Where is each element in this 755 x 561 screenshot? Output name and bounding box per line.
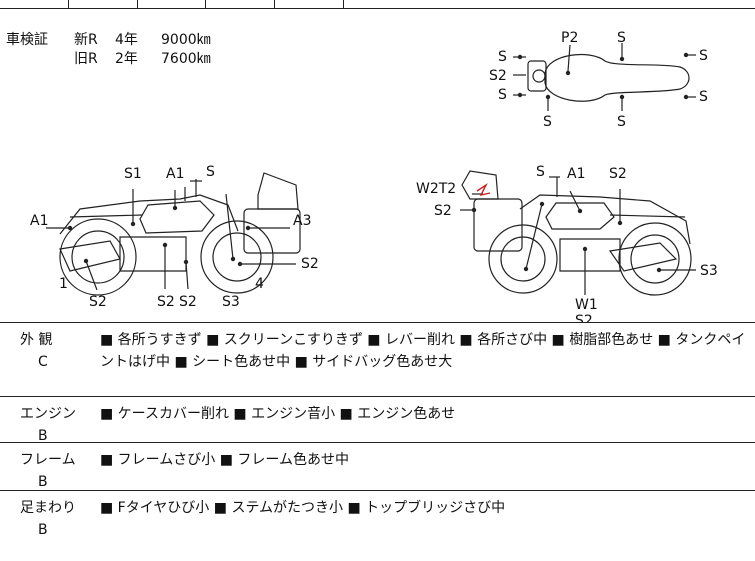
condition-row: フレーム B ■ フレームさび小 ■ フレーム色あせ中 [0,443,755,491]
condition-grade: B [38,522,48,538]
label-left-s1: S1 [124,166,142,182]
inspection-label: 車検証 [6,32,48,48]
condition-grade: C [38,354,48,370]
condition-category: 外 観 C [20,329,80,373]
inspection-type: 新R [74,32,98,48]
condition-grade: B [38,428,48,444]
motorcycle-damage-diagram: P2 S S2 S S S S S S S1 A1 S A1 A3 S2 1 S… [30,30,718,322]
table-divider [343,0,344,8]
label-right-s: S [536,164,545,180]
label-right-s2: S2 [609,166,627,182]
condition-category: エンジン B [20,403,80,447]
previous-table-edge [0,0,755,9]
condition-description: ■ 各所うすきず ■ スクリーンこすりきず ■ レバー削れ ■ 各所さび中 ■ … [100,332,746,370]
label-left-s2: S2 [179,294,197,310]
motorcycle-top-view [513,43,696,111]
motorcycle-left-view [46,172,301,296]
label-top-s: S [617,114,626,130]
label-left-s2: S2 [157,294,175,310]
condition-row: エンジン B ■ ケースカバー削れ ■ エンジン音小 ■ エンジン色あせ [0,397,755,444]
condition-name: 外 観 [20,332,53,348]
damage-diagram-panel: 車検証 新R 4年 9000㎞ 旧R 2年 7600㎞ [0,9,755,323]
inspection-years: 4年 [115,32,138,48]
label-top-s: S [498,87,507,103]
table-divider [68,0,69,8]
table-divider [137,0,138,8]
label-right-a1: A1 [567,166,585,182]
label-top-s: S [498,49,507,65]
condition-description: ■ ケースカバー削れ ■ エンジン音小 ■ エンジン色あせ [100,406,456,422]
condition-row: 外 観 C ■ 各所うすきず ■ スクリーンこすりきず ■ レバー削れ ■ 各所… [0,323,755,397]
inspection-row-old: 旧R 2年 7600㎞ [74,50,211,69]
inspection-row-new: 新R 4年 9000㎞ [74,31,211,50]
label-right-s3: S3 [700,263,718,279]
inspection-type: 旧R [74,51,98,67]
table-divider [274,0,275,8]
condition-grade: B [38,474,48,490]
inspection-distance: 9000㎞ [161,32,211,48]
condition-description: ■ Fタイヤひび小 ■ ステムがたつき小 ■ トップブリッジさび中 [100,500,506,516]
condition-category: フレーム B [20,449,80,493]
label-right-w2t2: W2T2 [416,181,456,197]
label-top-p2: P2 [561,30,578,46]
condition-name: フレーム [20,452,76,468]
label-left-s2: S2 [89,294,107,310]
label-left-1: 1 [59,276,68,292]
condition-name: エンジン [20,406,76,422]
label-left-s: S [206,164,215,180]
table-divider [205,0,206,8]
label-left-a3: A3 [293,213,311,229]
label-top-s2: S2 [489,68,507,84]
label-left-a1: A1 [30,213,48,229]
label-top-s: S [617,30,626,46]
condition-description: ■ フレームさび小 ■ フレーム色あせ中 [100,452,349,468]
label-right-w1: W1 [575,297,598,313]
label-top-s: S [699,89,708,105]
label-right-s2: S2 [434,203,452,219]
label-top-s: S [699,48,708,64]
damage-mark-icon [476,182,491,197]
label-right-s2: S2 [575,313,593,322]
label-top-s: S [543,114,552,130]
condition-category: 足まわり B [20,497,80,541]
condition-row: 足まわり B ■ Fタイヤひび小 ■ ステムがたつき小 ■ トップブリッジさび中 [0,491,755,561]
label-left-s3: S3 [222,294,240,310]
label-left-s2: S2 [301,256,319,272]
inspection-distance: 7600㎞ [161,51,211,67]
label-left-4: 4 [255,276,264,292]
condition-name: 足まわり [20,500,76,516]
motorcycle-right-view [460,170,696,296]
inspection-years: 2年 [115,51,138,67]
label-left-a1: A1 [166,166,184,182]
